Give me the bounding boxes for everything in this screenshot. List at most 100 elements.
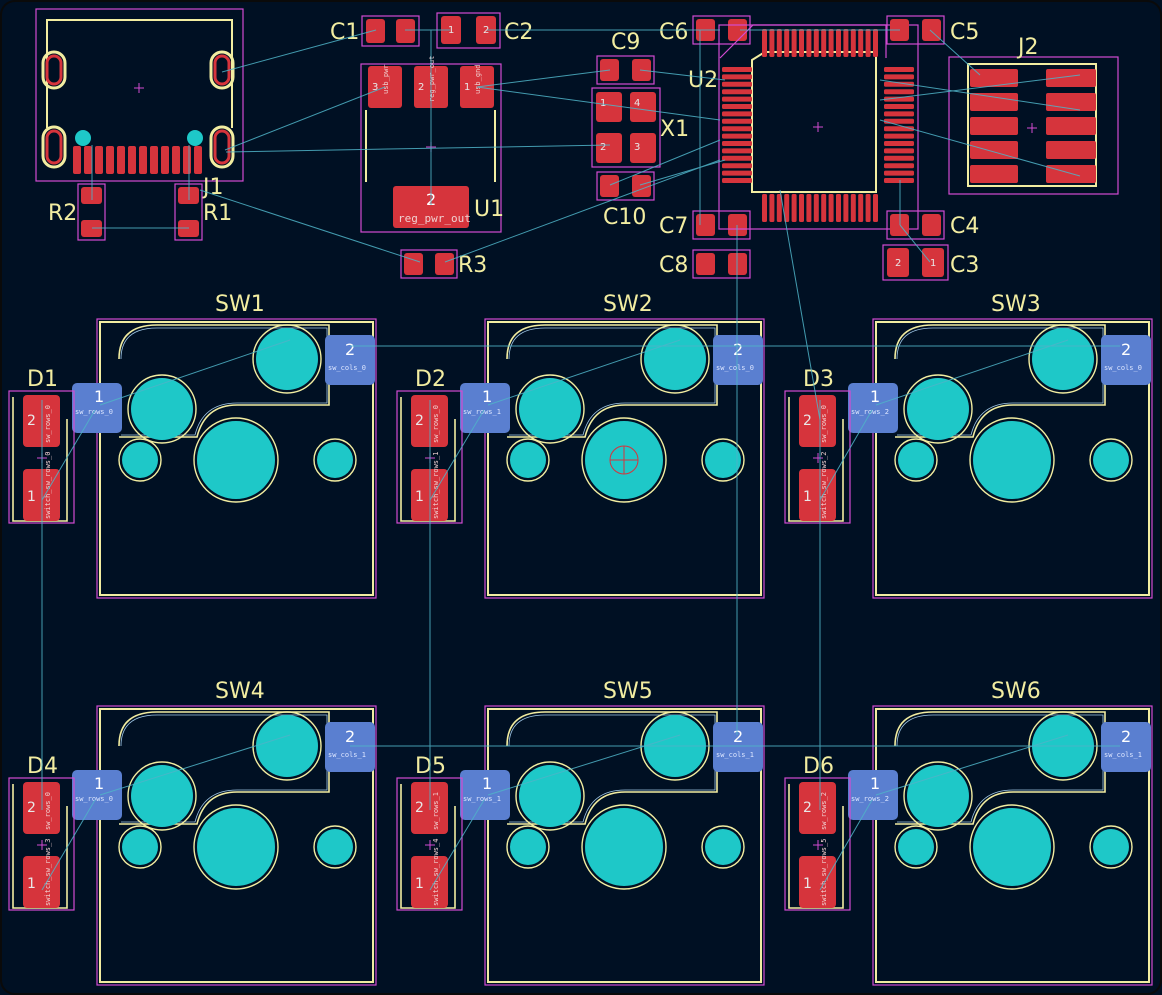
- u2-pad-left[interactable]: [722, 141, 752, 146]
- c7-pad-1[interactable]: [696, 214, 715, 236]
- u2-pad-bottom[interactable]: [784, 194, 790, 222]
- u2-pad-right[interactable]: [884, 118, 914, 124]
- j1-pad[interactable]: [194, 146, 202, 174]
- footprint-c9[interactable]: C9: [596, 30, 655, 85]
- u2-pad-right[interactable]: [884, 81, 914, 87]
- footprint-x1[interactable]: 1 4 2 3 X1: [591, 87, 689, 168]
- switch-pad-1[interactable]: [848, 383, 898, 433]
- u2-pad-left[interactable]: [722, 81, 752, 87]
- switch-pad-2[interactable]: [1101, 722, 1151, 772]
- u2-pad-top[interactable]: [836, 29, 841, 57]
- u2-pad-top[interactable]: [843, 29, 849, 57]
- switch-pad-2[interactable]: [713, 722, 763, 772]
- u2-pad-right[interactable]: [884, 170, 914, 176]
- u2-pad-left[interactable]: [722, 170, 752, 176]
- u2-pad-bottom[interactable]: [791, 194, 797, 222]
- j2-pad-right[interactable]: [1046, 117, 1096, 135]
- switch-pad-1[interactable]: [72, 770, 122, 820]
- u2-pad-top[interactable]: [850, 29, 856, 57]
- u2-pad-left[interactable]: [722, 111, 752, 117]
- j1-pad[interactable]: [139, 146, 147, 174]
- u2-pad-left[interactable]: [722, 74, 752, 80]
- j1-pad[interactable]: [117, 146, 125, 174]
- j2-pad-left[interactable]: [970, 117, 1018, 135]
- u2-pad-bottom[interactable]: [850, 194, 856, 222]
- u2-pad-top[interactable]: [806, 29, 812, 57]
- u2-pad-right[interactable]: [884, 67, 914, 72]
- switch-pad-2[interactable]: [325, 335, 375, 385]
- u2-pad-top[interactable]: [791, 29, 797, 57]
- diode-pad-1[interactable]: [799, 469, 836, 521]
- j1-pad[interactable]: [95, 146, 103, 174]
- u2-pad-right[interactable]: [884, 89, 914, 95]
- j2-pad-left[interactable]: [970, 141, 1018, 159]
- u2-pad-top[interactable]: [858, 29, 864, 57]
- diode-pad-1[interactable]: [23, 856, 60, 908]
- j1-pad[interactable]: [84, 146, 92, 174]
- u2-pad-left[interactable]: [722, 104, 752, 109]
- u2-pad-right[interactable]: [884, 178, 914, 183]
- u2-pad-top[interactable]: [769, 29, 775, 57]
- j2-pad-right[interactable]: [1046, 69, 1096, 87]
- u2-pad-bottom[interactable]: [813, 194, 819, 222]
- j1-pad[interactable]: [161, 146, 169, 174]
- c8-pad-1[interactable]: [696, 253, 715, 275]
- u2-pad-bottom[interactable]: [843, 194, 849, 222]
- u2-pad-left[interactable]: [722, 67, 752, 72]
- j1-pad[interactable]: [128, 146, 136, 174]
- footprint-c3[interactable]: 2 1 C3: [882, 244, 979, 281]
- j1-pad[interactable]: [150, 146, 158, 174]
- u2-pad-top[interactable]: [762, 29, 767, 57]
- u2-pad-right[interactable]: [884, 104, 914, 109]
- footprint-r3[interactable]: R3: [400, 249, 487, 279]
- c10-pad-2[interactable]: [632, 175, 651, 197]
- j1-pad[interactable]: [106, 146, 114, 174]
- u2-pad-top[interactable]: [799, 29, 804, 57]
- footprint-c1[interactable]: C1: [330, 15, 420, 47]
- u2-pad-top[interactable]: [813, 29, 819, 57]
- u2-pad-top[interactable]: [865, 29, 871, 57]
- diode-pad-2[interactable]: [799, 395, 836, 447]
- footprint-c4[interactable]: C4: [886, 210, 979, 240]
- c10-pad-1[interactable]: [600, 175, 619, 197]
- c2-pad-2[interactable]: [476, 16, 496, 44]
- footprint-c5[interactable]: C5: [886, 15, 979, 45]
- u2-pad-bottom[interactable]: [806, 194, 812, 222]
- u2-pad-right[interactable]: [884, 148, 914, 154]
- u2-pad-bottom[interactable]: [769, 194, 775, 222]
- r3-pad-1[interactable]: [404, 253, 423, 275]
- switch-pad-2[interactable]: [325, 722, 375, 772]
- u1-pad-2-tab[interactable]: [393, 186, 469, 228]
- c1-pad-2[interactable]: [396, 19, 415, 43]
- u2-pad-right[interactable]: [884, 74, 914, 80]
- u2-pad-bottom[interactable]: [799, 194, 804, 222]
- u2-pad-bottom[interactable]: [828, 194, 834, 222]
- u2-pad-top[interactable]: [821, 29, 827, 57]
- footprint-u2[interactable]: U2: [688, 24, 919, 230]
- u2-pad-top[interactable]: [776, 29, 782, 57]
- footprint-c10[interactable]: C10: [596, 171, 655, 230]
- c2-pad-1[interactable]: [441, 16, 461, 44]
- j2-pads[interactable]: [970, 69, 1096, 183]
- u2-pad-left[interactable]: [722, 155, 752, 161]
- u2-pad-bottom[interactable]: [836, 194, 841, 222]
- u2-pad-left[interactable]: [722, 148, 752, 154]
- u2-pad-right[interactable]: [884, 133, 914, 139]
- u2-pad-left[interactable]: [722, 163, 752, 169]
- x1-pad-3[interactable]: [630, 133, 656, 163]
- j1-pad[interactable]: [183, 146, 191, 174]
- r2-pad-2[interactable]: [81, 220, 102, 237]
- u2-pad-bottom[interactable]: [865, 194, 871, 222]
- u2-pad-bottom[interactable]: [821, 194, 827, 222]
- u2-pad-left[interactable]: [722, 126, 752, 132]
- footprint-c7[interactable]: C7: [659, 210, 751, 240]
- diode-pad-1[interactable]: [411, 856, 448, 908]
- u2-pad-left[interactable]: [722, 89, 752, 95]
- u2-pad-bottom[interactable]: [858, 194, 864, 222]
